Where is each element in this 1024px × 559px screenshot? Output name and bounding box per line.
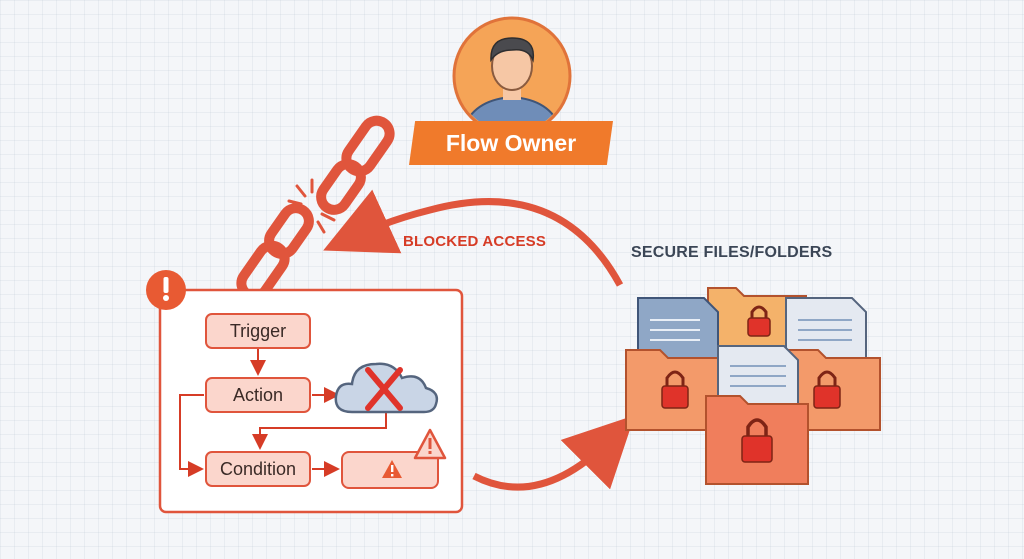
action-node: Action [205,377,311,413]
condition-node: Condition [205,451,311,487]
trigger-node: Trigger [205,313,311,349]
folder-icon [705,395,809,485]
secure-files-title: SECURE FILES/FOLDERS [631,244,833,261]
flow-warning-icon [146,270,186,310]
flow-connectors [179,349,387,477]
document-icon [785,297,867,365]
flow-owner-label: Flow Owner [409,121,613,165]
cloud-failed-icon [334,362,439,414]
owner-avatar [452,16,572,136]
folder-icon [707,287,807,351]
access-request-arrow [472,415,635,491]
blocked-access-label: BLOCKED ACCESS [403,233,547,250]
secure-files-cluster [625,287,881,485]
broken-chain-icon [236,115,395,302]
blocked-access-arrow [323,189,624,287]
warning-node [341,428,447,489]
